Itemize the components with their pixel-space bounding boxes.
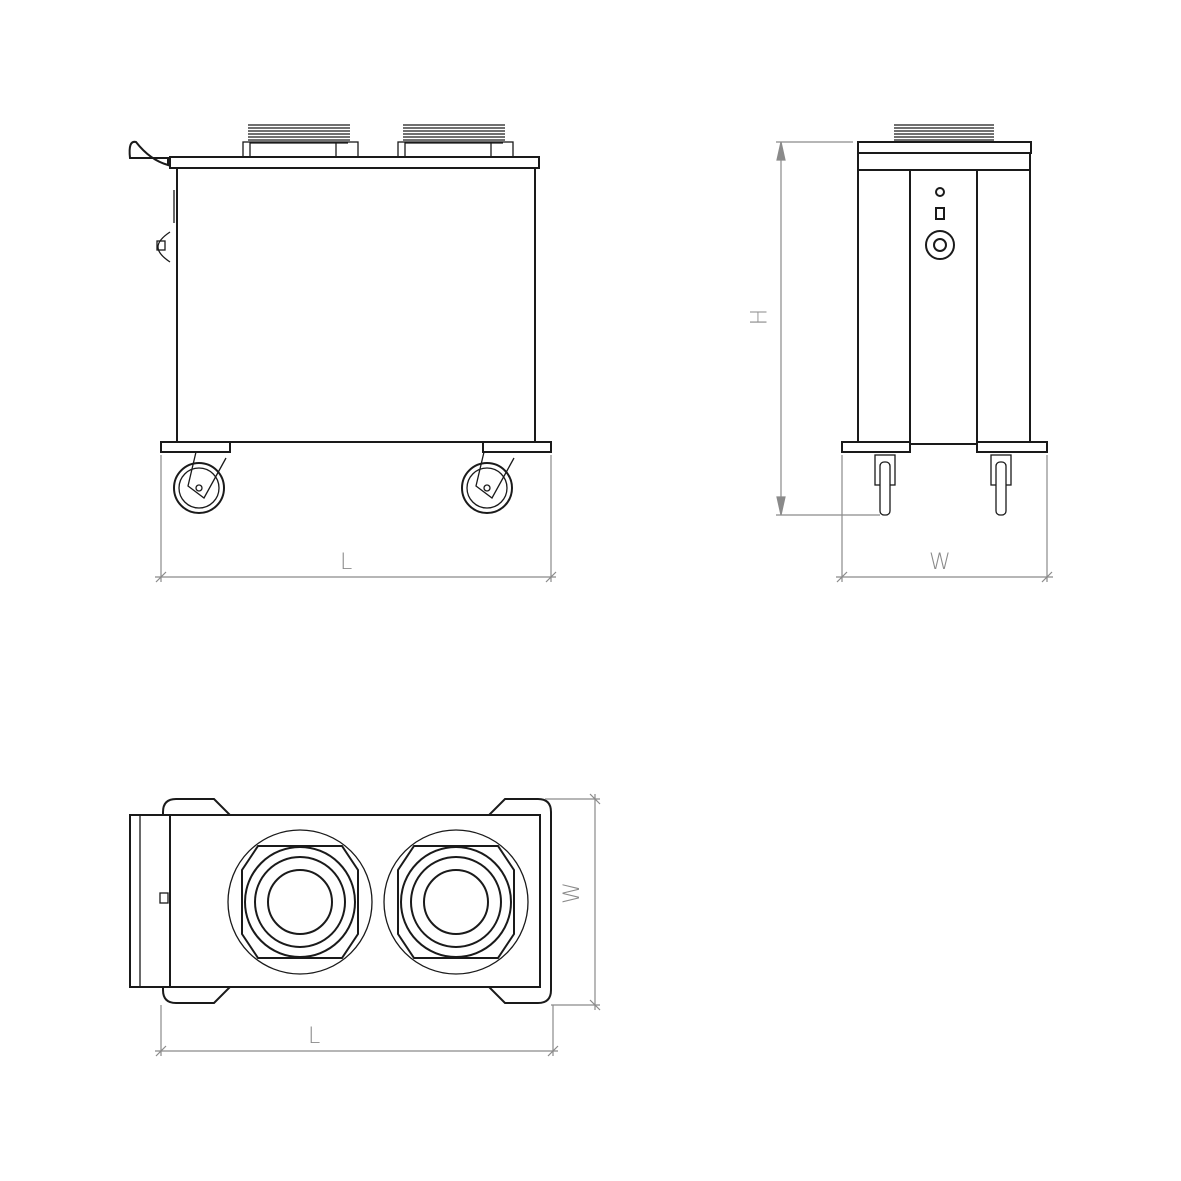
thermostat-knob <box>925 230 955 260</box>
front-view <box>776 124 1053 583</box>
top-width-label: W <box>559 882 585 904</box>
base-bumper-left <box>160 441 231 453</box>
caster-right <box>461 451 515 514</box>
power-switch <box>935 207 945 220</box>
dimension-length-top <box>155 1005 559 1057</box>
front-height-label: H <box>747 308 773 326</box>
plate-stack-front <box>894 124 994 141</box>
control-knob <box>157 190 175 263</box>
front-casters <box>874 454 1012 516</box>
plate-stack-right <box>397 124 514 158</box>
side-view <box>128 124 557 583</box>
dimension-width-top <box>545 793 601 1011</box>
plate-well-left <box>227 829 373 975</box>
dimension-width-front <box>836 455 1053 583</box>
push-handle <box>128 140 169 167</box>
handle-top <box>129 814 171 988</box>
top-view <box>129 793 601 1057</box>
indicator-light <box>935 187 945 197</box>
cabinet-body <box>176 167 536 443</box>
top-length-label: L <box>308 1024 321 1049</box>
plate-stack-left <box>242 124 359 158</box>
plate-well-right <box>383 829 529 975</box>
front-width-label: W <box>929 550 951 575</box>
dimension-height <box>776 141 880 516</box>
side-length-label: L <box>340 550 353 575</box>
top-plate <box>169 156 540 169</box>
dimension-length-side <box>155 455 557 583</box>
base-bumper-right <box>482 441 552 453</box>
caster-left <box>173 451 227 514</box>
